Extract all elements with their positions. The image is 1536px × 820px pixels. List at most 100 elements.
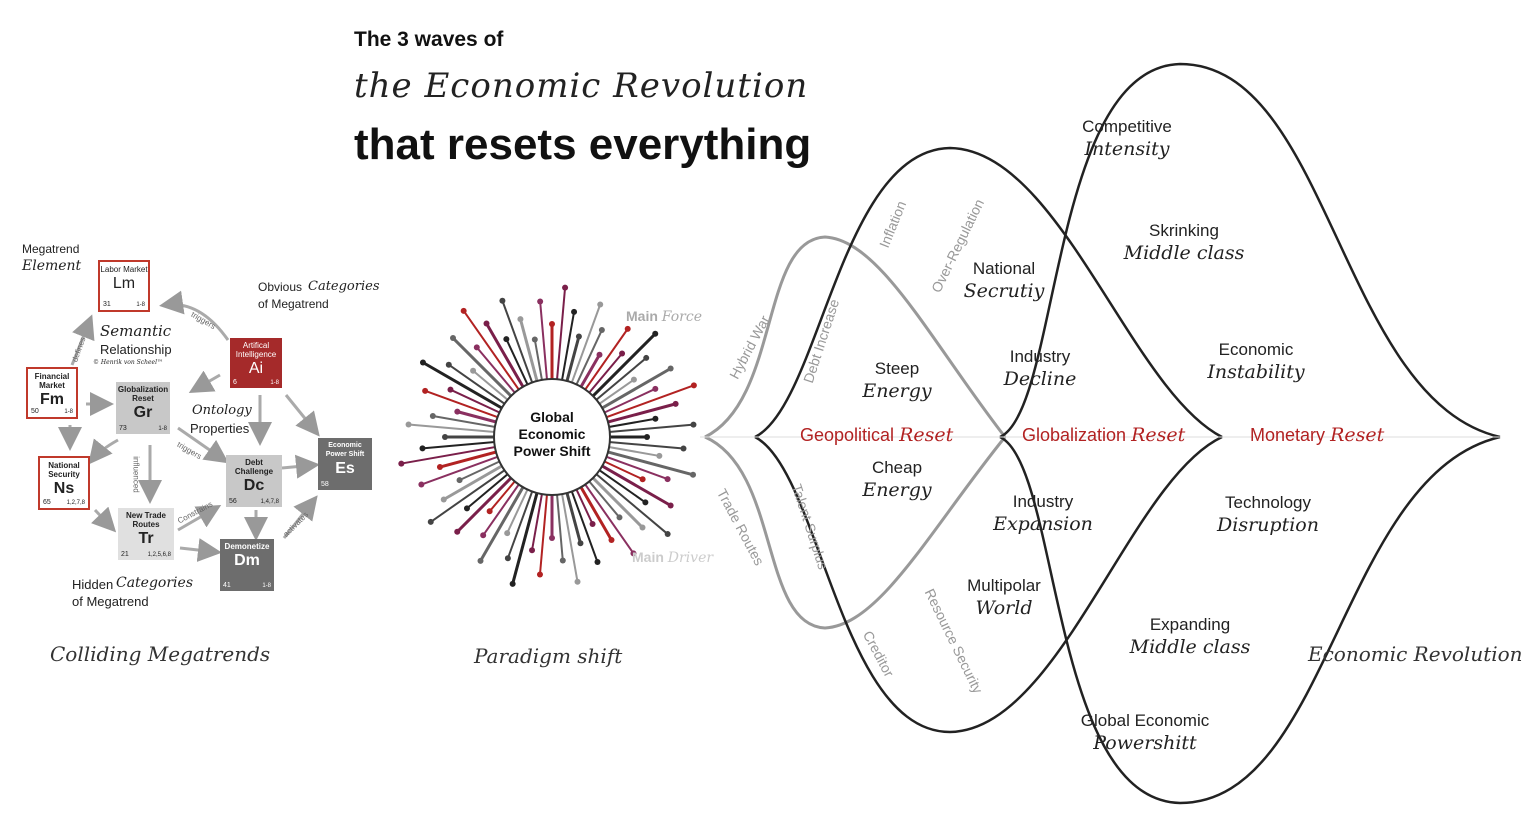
element-financial-market: Financial Market Fm 50 1-8: [26, 367, 78, 419]
starburst-ray-dot: [419, 359, 426, 366]
starburst-ray-dot: [571, 308, 578, 315]
starburst-ray-dot: [597, 301, 604, 308]
hidden-label-3: of Megatrend: [72, 594, 149, 609]
label-multipolar-world: Multipolar World: [967, 576, 1041, 619]
ontology-label-2: Properties: [190, 421, 250, 436]
label-industry-decline: Industry Decline: [1003, 347, 1077, 390]
starburst-ray-dot: [642, 499, 649, 506]
starburst-ray-dot: [630, 376, 637, 383]
megatrend-element-label-1: Megatrend: [22, 242, 80, 256]
semantic-label-1: Semantic: [100, 322, 172, 340]
starburst-ray-dot: [664, 531, 671, 538]
starburst-ray-dot: [616, 514, 623, 521]
starburst-ray-dot: [672, 400, 679, 407]
starburst-ray-dot: [598, 327, 605, 334]
hidden-label-2: Categories: [116, 575, 193, 591]
obvious-label-3: of Megatrend: [258, 297, 329, 311]
starburst-ray-dot: [473, 344, 480, 351]
starburst-ray-dot: [460, 307, 467, 314]
element-globalization-reset: Globalization Reset Gr 73 1-8: [116, 382, 170, 434]
starburst-ray-dot: [427, 518, 434, 525]
starburst-center: [493, 378, 611, 496]
caption-colliding-megatrends: Colliding Megatrends: [50, 642, 271, 666]
starburst-ray-dot: [454, 528, 461, 535]
starburst-ray-dot: [504, 530, 511, 537]
starburst-ray-dot: [589, 521, 596, 528]
starburst-ray-dot: [456, 477, 463, 484]
hidden-label-1: Hidden: [72, 577, 114, 592]
starburst-ray-dot: [454, 408, 461, 415]
element-demonetize: Demonetize Dm 41 1-8: [220, 539, 274, 591]
starburst-ray-dot: [463, 505, 470, 512]
starburst-ray-dot: [596, 351, 603, 358]
starburst-ray-dot: [664, 476, 671, 483]
starburst-ray-dot: [680, 445, 687, 452]
starburst-ray-dot: [440, 496, 447, 503]
starburst-ray-dot: [499, 297, 506, 304]
starburst-ray-dot: [652, 330, 659, 337]
label-national-secrutiy: National Secrutiy: [963, 259, 1045, 302]
starburst-ray-dot: [639, 524, 646, 531]
starburst-ray-dot: [504, 555, 511, 562]
starburst-ray-dot: [549, 321, 555, 327]
starburst-ray-dot: [480, 532, 487, 539]
element-economic-power-shift: Economic Power Shift Es 58: [318, 438, 372, 490]
starburst-ray-dot: [630, 550, 637, 557]
ontology-label-1: Ontology: [192, 403, 252, 418]
starburst-ray-dot: [577, 540, 584, 547]
starburst-ray-dot: [537, 298, 544, 305]
label-skrinking-middle-class: Skrinking Middle class: [1123, 221, 1245, 264]
starburst-ray-dot: [594, 558, 601, 565]
label-cheap-energy: Cheap Energy: [862, 458, 932, 501]
starburst-ray-dot: [445, 361, 452, 368]
label-technology-disruption: Technology Disruption: [1217, 493, 1319, 536]
starburst-ray-dot: [652, 385, 659, 392]
caption-economic-revolution: Economic Revolution: [1308, 642, 1523, 666]
starburst-ray-dot: [656, 452, 663, 459]
starburst-ray-dot: [418, 481, 425, 488]
title-line-2: the Economic Revolution: [354, 66, 809, 106]
starburst-ray-dot: [450, 335, 457, 342]
starburst-ray-dot: [509, 580, 516, 587]
semantic-label-2: Relationship: [100, 342, 172, 357]
starburst-ray-dot: [483, 320, 490, 327]
starburst-ray-dot: [559, 557, 566, 564]
starburst-ray-dot: [442, 434, 448, 440]
starburst-ray-dot: [690, 421, 697, 428]
starburst-ray-dot: [503, 336, 510, 343]
label-competitive-intensity: Competitive Intensity: [1082, 117, 1172, 160]
starburst-ray-dot: [608, 537, 615, 544]
element-labor-market: Labor Market Lm 31 1-8: [98, 260, 150, 312]
starburst-ray-dot: [470, 367, 477, 374]
starburst-ray-dot: [486, 508, 493, 515]
starburst-ray-dot: [477, 557, 484, 564]
caption-paradigm-shift: Paradigm shift: [474, 644, 623, 668]
arrow-label-influenced: influenced: [131, 456, 141, 493]
starburst-ray-dot: [667, 365, 674, 372]
starburst-ray-dot: [529, 547, 536, 554]
label-global-economic-powershitt: Global Economic Powershitt: [1080, 711, 1210, 754]
element-debt-challenge: Debt Challenge Dc 56 1,4,7,8: [226, 455, 282, 507]
label-expanding-middle-class: Expanding Middle class: [1129, 615, 1251, 658]
starburst-ray-dot: [619, 350, 626, 357]
title-line-1: The 3 waves of: [354, 28, 504, 51]
starburst-ray-dot: [562, 284, 569, 291]
label-economic-instability: Economic Instability: [1207, 340, 1305, 383]
starburst-ray-dot: [429, 412, 436, 419]
title-line-3: that resets everything: [354, 120, 812, 169]
element-national-security: National Security Ns 65 1,2,7,8: [38, 456, 90, 510]
label-industry-expansion: Industry Expansion: [993, 492, 1093, 535]
copyright-note: © Henrik von Scheel™: [93, 359, 164, 366]
starburst-ray-dot: [624, 325, 631, 332]
starburst-ray-dot: [644, 434, 650, 440]
reset-monetary: Monetary Reset: [1250, 424, 1385, 446]
starburst-ray-dot: [405, 421, 412, 428]
label-steep-energy: Steep Energy: [862, 359, 932, 402]
starburst-ray-dot: [643, 354, 650, 361]
starburst-ray-dot: [690, 471, 697, 478]
starburst-ray-dot: [667, 502, 674, 509]
obvious-label-1: Obvious: [258, 280, 303, 294]
megatrend-element-label-2: Element: [22, 258, 82, 274]
starburst-ray-dot: [575, 333, 582, 340]
starburst-ray-dot: [447, 386, 454, 393]
